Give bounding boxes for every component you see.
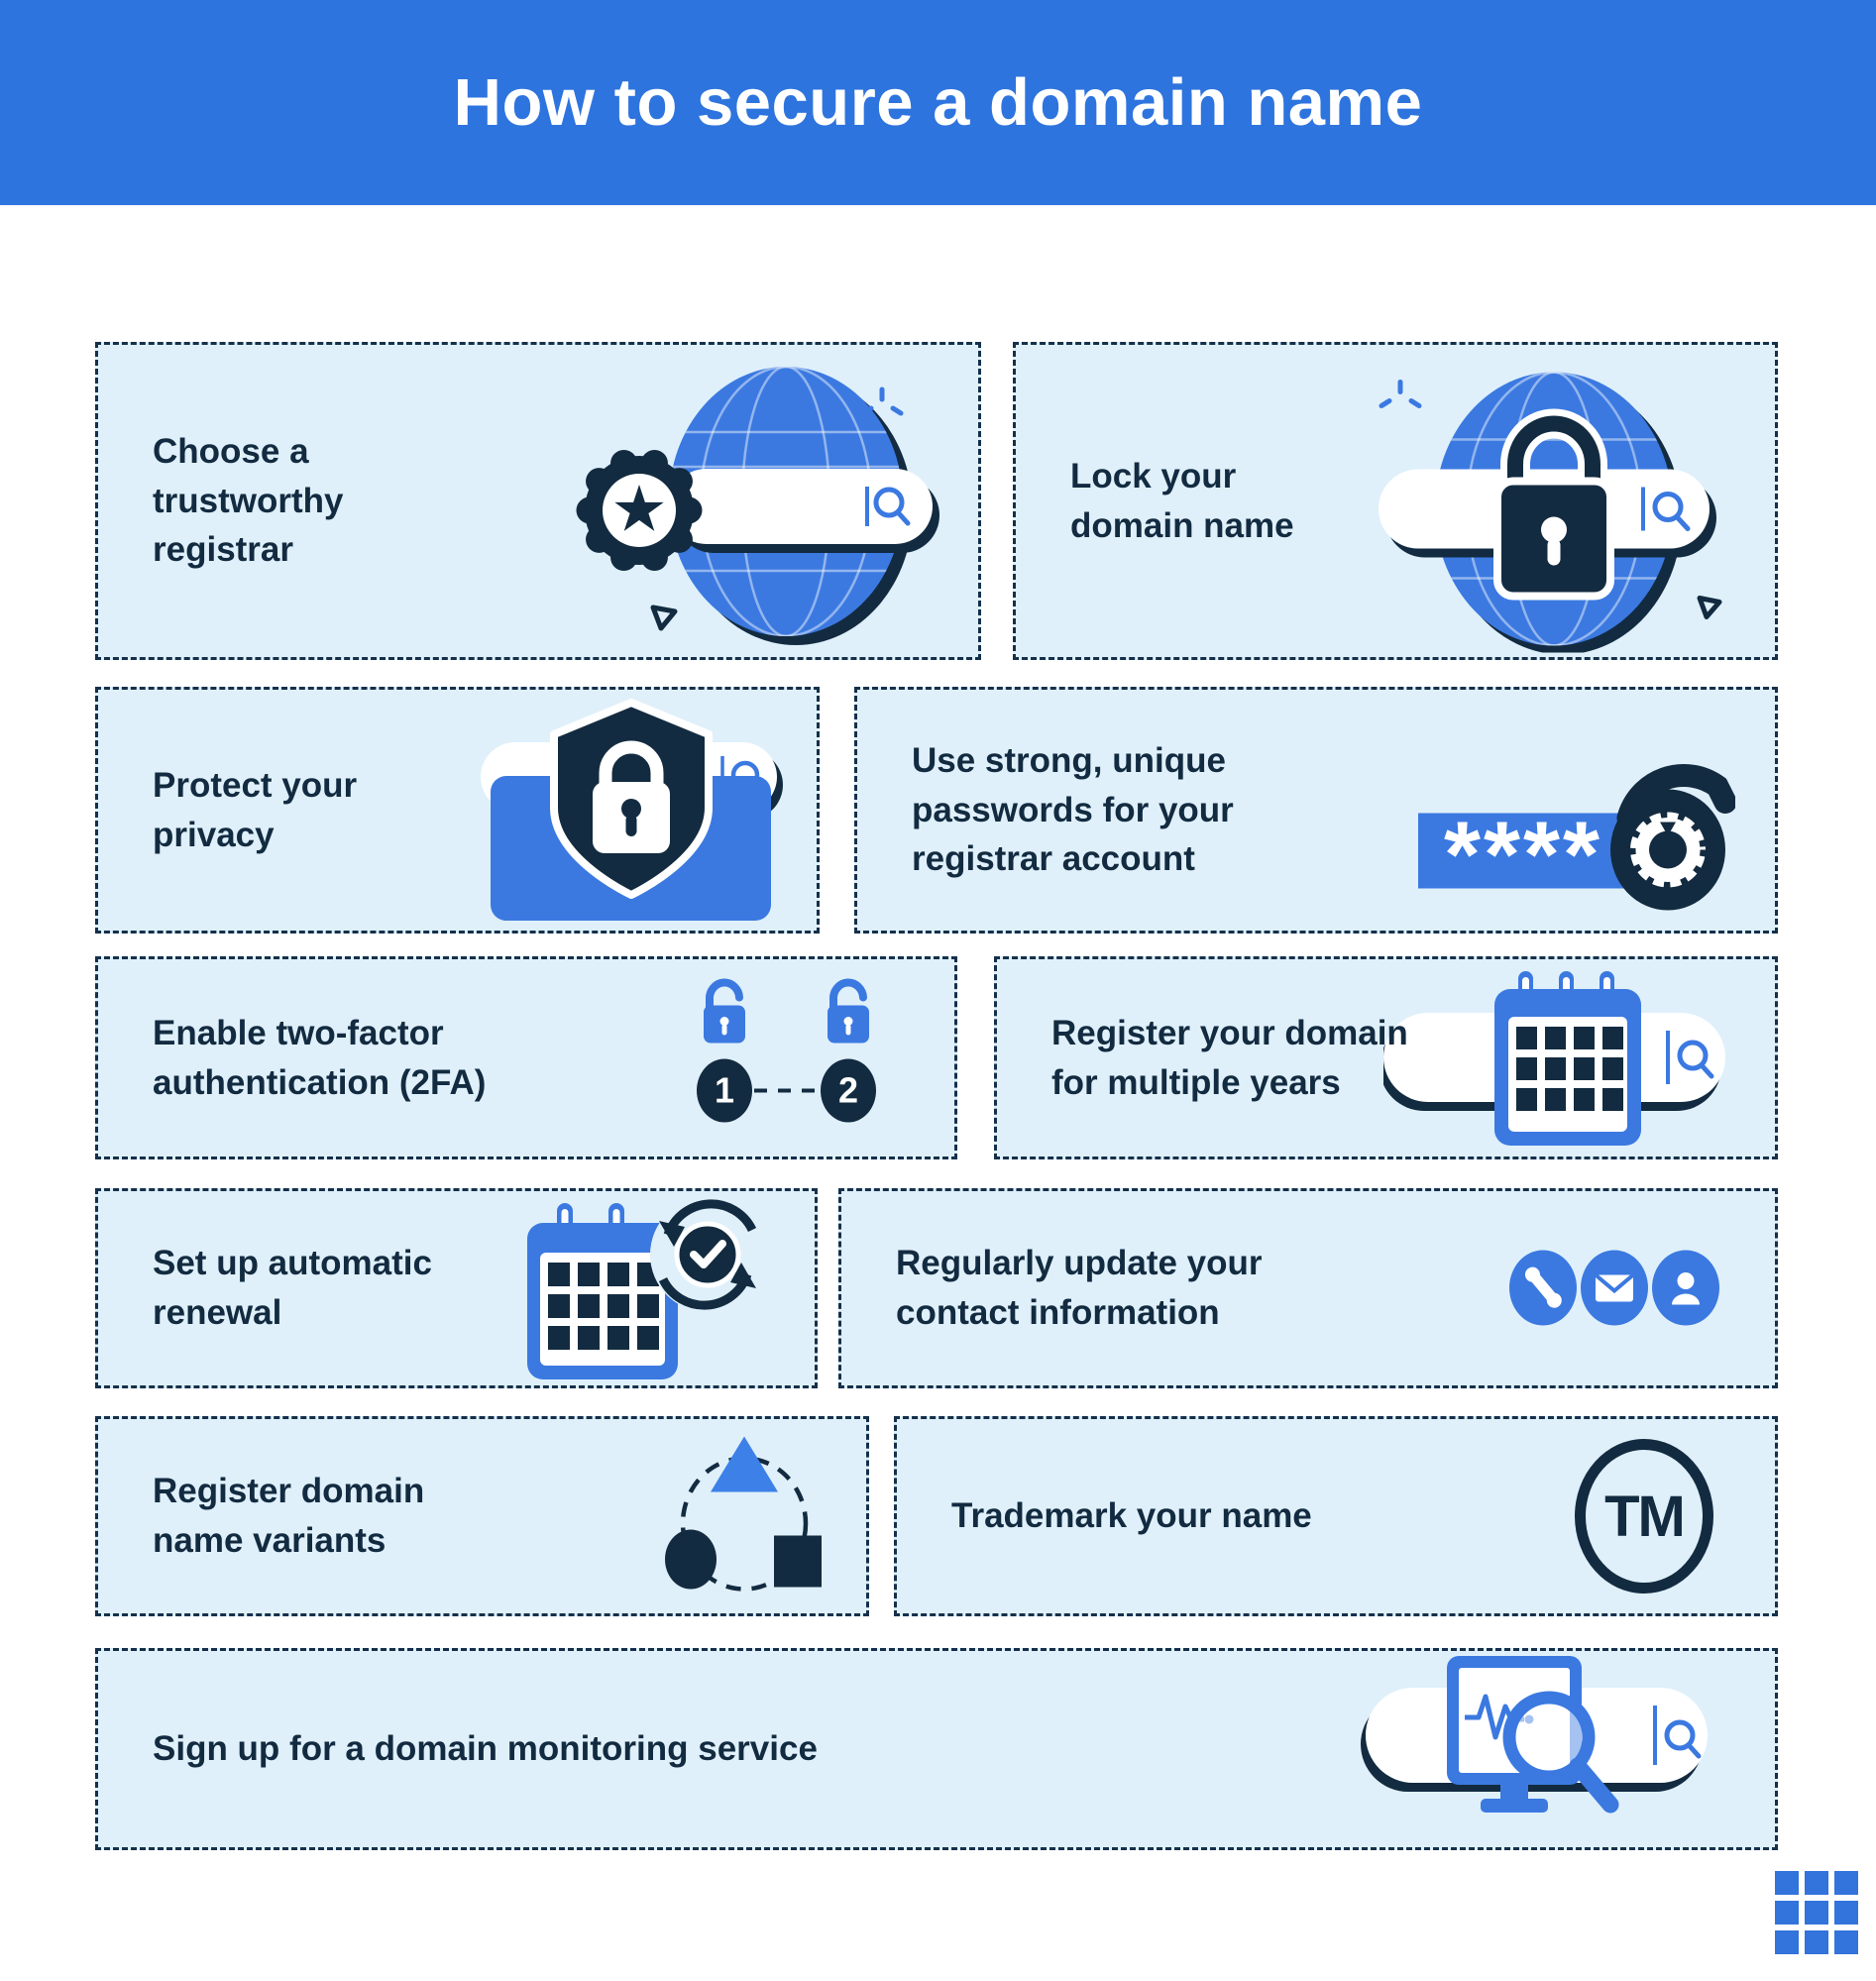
card-title: Set up automatic renewal — [153, 1244, 432, 1332]
dial-padlock-icon — [1610, 763, 1737, 910]
circle-shape — [665, 1529, 717, 1590]
triangle-doodle-icon — [1697, 595, 1722, 619]
phone-icon — [1509, 1250, 1577, 1326]
open-padlock-icon — [821, 978, 876, 1122]
card-title: Register domain name variants — [153, 1472, 425, 1560]
magnifier-icon — [1652, 491, 1691, 531]
logo-square — [1775, 1871, 1799, 1895]
logo-square — [1834, 1930, 1858, 1954]
search-bar-icon — [669, 468, 939, 553]
card-title: Use strong, unique passwords for your re… — [912, 740, 1234, 879]
shape-variants-icon — [663, 1425, 827, 1608]
locked-globe-search-icon — [1341, 350, 1747, 654]
calendar-auto-renew-icon — [527, 1197, 765, 1379]
logo-square — [1775, 1930, 1799, 1954]
person-icon — [1652, 1250, 1719, 1326]
password-field — [1418, 813, 1628, 888]
calendar-search-bar-icon — [1379, 959, 1725, 1157]
triangle-shape — [711, 1436, 778, 1492]
card-two-factor: Enable two-factor authentication (2FA) 1… — [95, 956, 957, 1159]
registrar-badge-globe-search-icon — [576, 366, 939, 645]
star-badge-icon — [576, 449, 703, 571]
domain-monitoring-search-icon — [1361, 1650, 1708, 1848]
grid-logo — [1775, 1871, 1858, 1954]
card-title: Sign up for a domain monitoring service — [153, 1729, 818, 1769]
calendar-search-bar-icon — [1379, 970, 1725, 1146]
magnifier-icon — [873, 487, 911, 525]
card-strong-passwords: Use strong, unique passwords for your re… — [854, 687, 1778, 934]
logo-square — [1775, 1901, 1799, 1925]
calendar-icon — [1494, 970, 1641, 1146]
password-field-dial-lock-icon: **** — [1418, 689, 1737, 932]
card-auto-renewal: Set up automatic renewal — [95, 1188, 818, 1388]
card-title: Lock your domain name — [1070, 456, 1294, 545]
logo-square — [1834, 1901, 1858, 1925]
magnifier-icon — [1664, 1719, 1702, 1759]
card-domain-monitoring: Sign up for a domain monitoring service — [95, 1648, 1778, 1850]
sparkle-icon — [1379, 379, 1422, 408]
shield-lock-icon — [550, 698, 713, 899]
magnifying-glass-icon — [1502, 1691, 1619, 1814]
card-protect-privacy: Protect your privacy — [95, 687, 820, 934]
tm-label: TM — [1575, 1439, 1713, 1594]
card-name-variants: Register domain name variants — [95, 1416, 869, 1616]
padlock-icon — [1493, 408, 1614, 600]
privacy-shield-lock-icon — [475, 697, 787, 925]
email-icon — [1581, 1250, 1648, 1326]
locked-globe-search-icon — [1379, 372, 1722, 654]
card-choose-registrar: Choose a trustworthy registrar — [95, 342, 981, 660]
page-title: How to secure a domain name — [453, 65, 1423, 140]
two-factor-locks-icon: 1 2 — [670, 971, 903, 1145]
triangle-doodle-icon — [650, 605, 678, 630]
card-lock-domain: Lock your domain name — [1013, 342, 1778, 660]
sparkle-icon — [860, 386, 904, 415]
trademark-circle-icon: TM — [1575, 1439, 1713, 1594]
password-field-dial-lock-icon — [1418, 763, 1737, 910]
magnifier-icon — [1677, 1040, 1714, 1078]
card-title: Choose a trustworthy registrar — [153, 431, 344, 570]
contact-methods-icon — [1507, 1242, 1730, 1336]
refresh-check-icon — [650, 1197, 765, 1312]
logo-square — [1805, 1901, 1828, 1925]
password-mask-text: **** — [1444, 802, 1602, 907]
card-title: Trademark your name — [951, 1496, 1312, 1536]
privacy-shield-lock-icon — [481, 698, 783, 921]
calendar-auto-renew-icon — [509, 1189, 767, 1387]
logo-square — [1834, 1871, 1858, 1895]
step-two-badge: 2 — [837, 1069, 859, 1110]
contact-methods-icon — [1509, 1250, 1719, 1326]
dashed-cycle — [680, 1456, 809, 1592]
card-contact-info: Regularly update your contact informatio… — [838, 1188, 1778, 1388]
logo-square — [1805, 1930, 1828, 1954]
two-factor-locks-icon — [697, 978, 876, 1122]
card-multiple-years: Register your domain for multiple years — [994, 956, 1778, 1159]
domain-monitoring-search-icon — [1361, 1656, 1708, 1814]
calendar-icon — [527, 1203, 678, 1379]
square-shape — [774, 1535, 822, 1588]
card-title: Register your domain for multiple years — [1051, 1013, 1408, 1102]
logo-square — [1805, 1871, 1828, 1895]
card-title: Regularly update your contact informatio… — [896, 1244, 1263, 1332]
open-padlock-icon — [697, 978, 752, 1122]
step-one-badge: 1 — [714, 1069, 735, 1110]
card-title: Enable two-factor authentication (2FA) — [153, 1013, 487, 1102]
header-banner: How to secure a domain name — [0, 0, 1876, 205]
card-title: Protect your privacy — [153, 765, 358, 854]
shape-variants-icon — [665, 1436, 822, 1592]
registrar-badge-globe-search-icon — [540, 348, 966, 655]
card-trademark: Trademark your name TM — [894, 1416, 1778, 1616]
